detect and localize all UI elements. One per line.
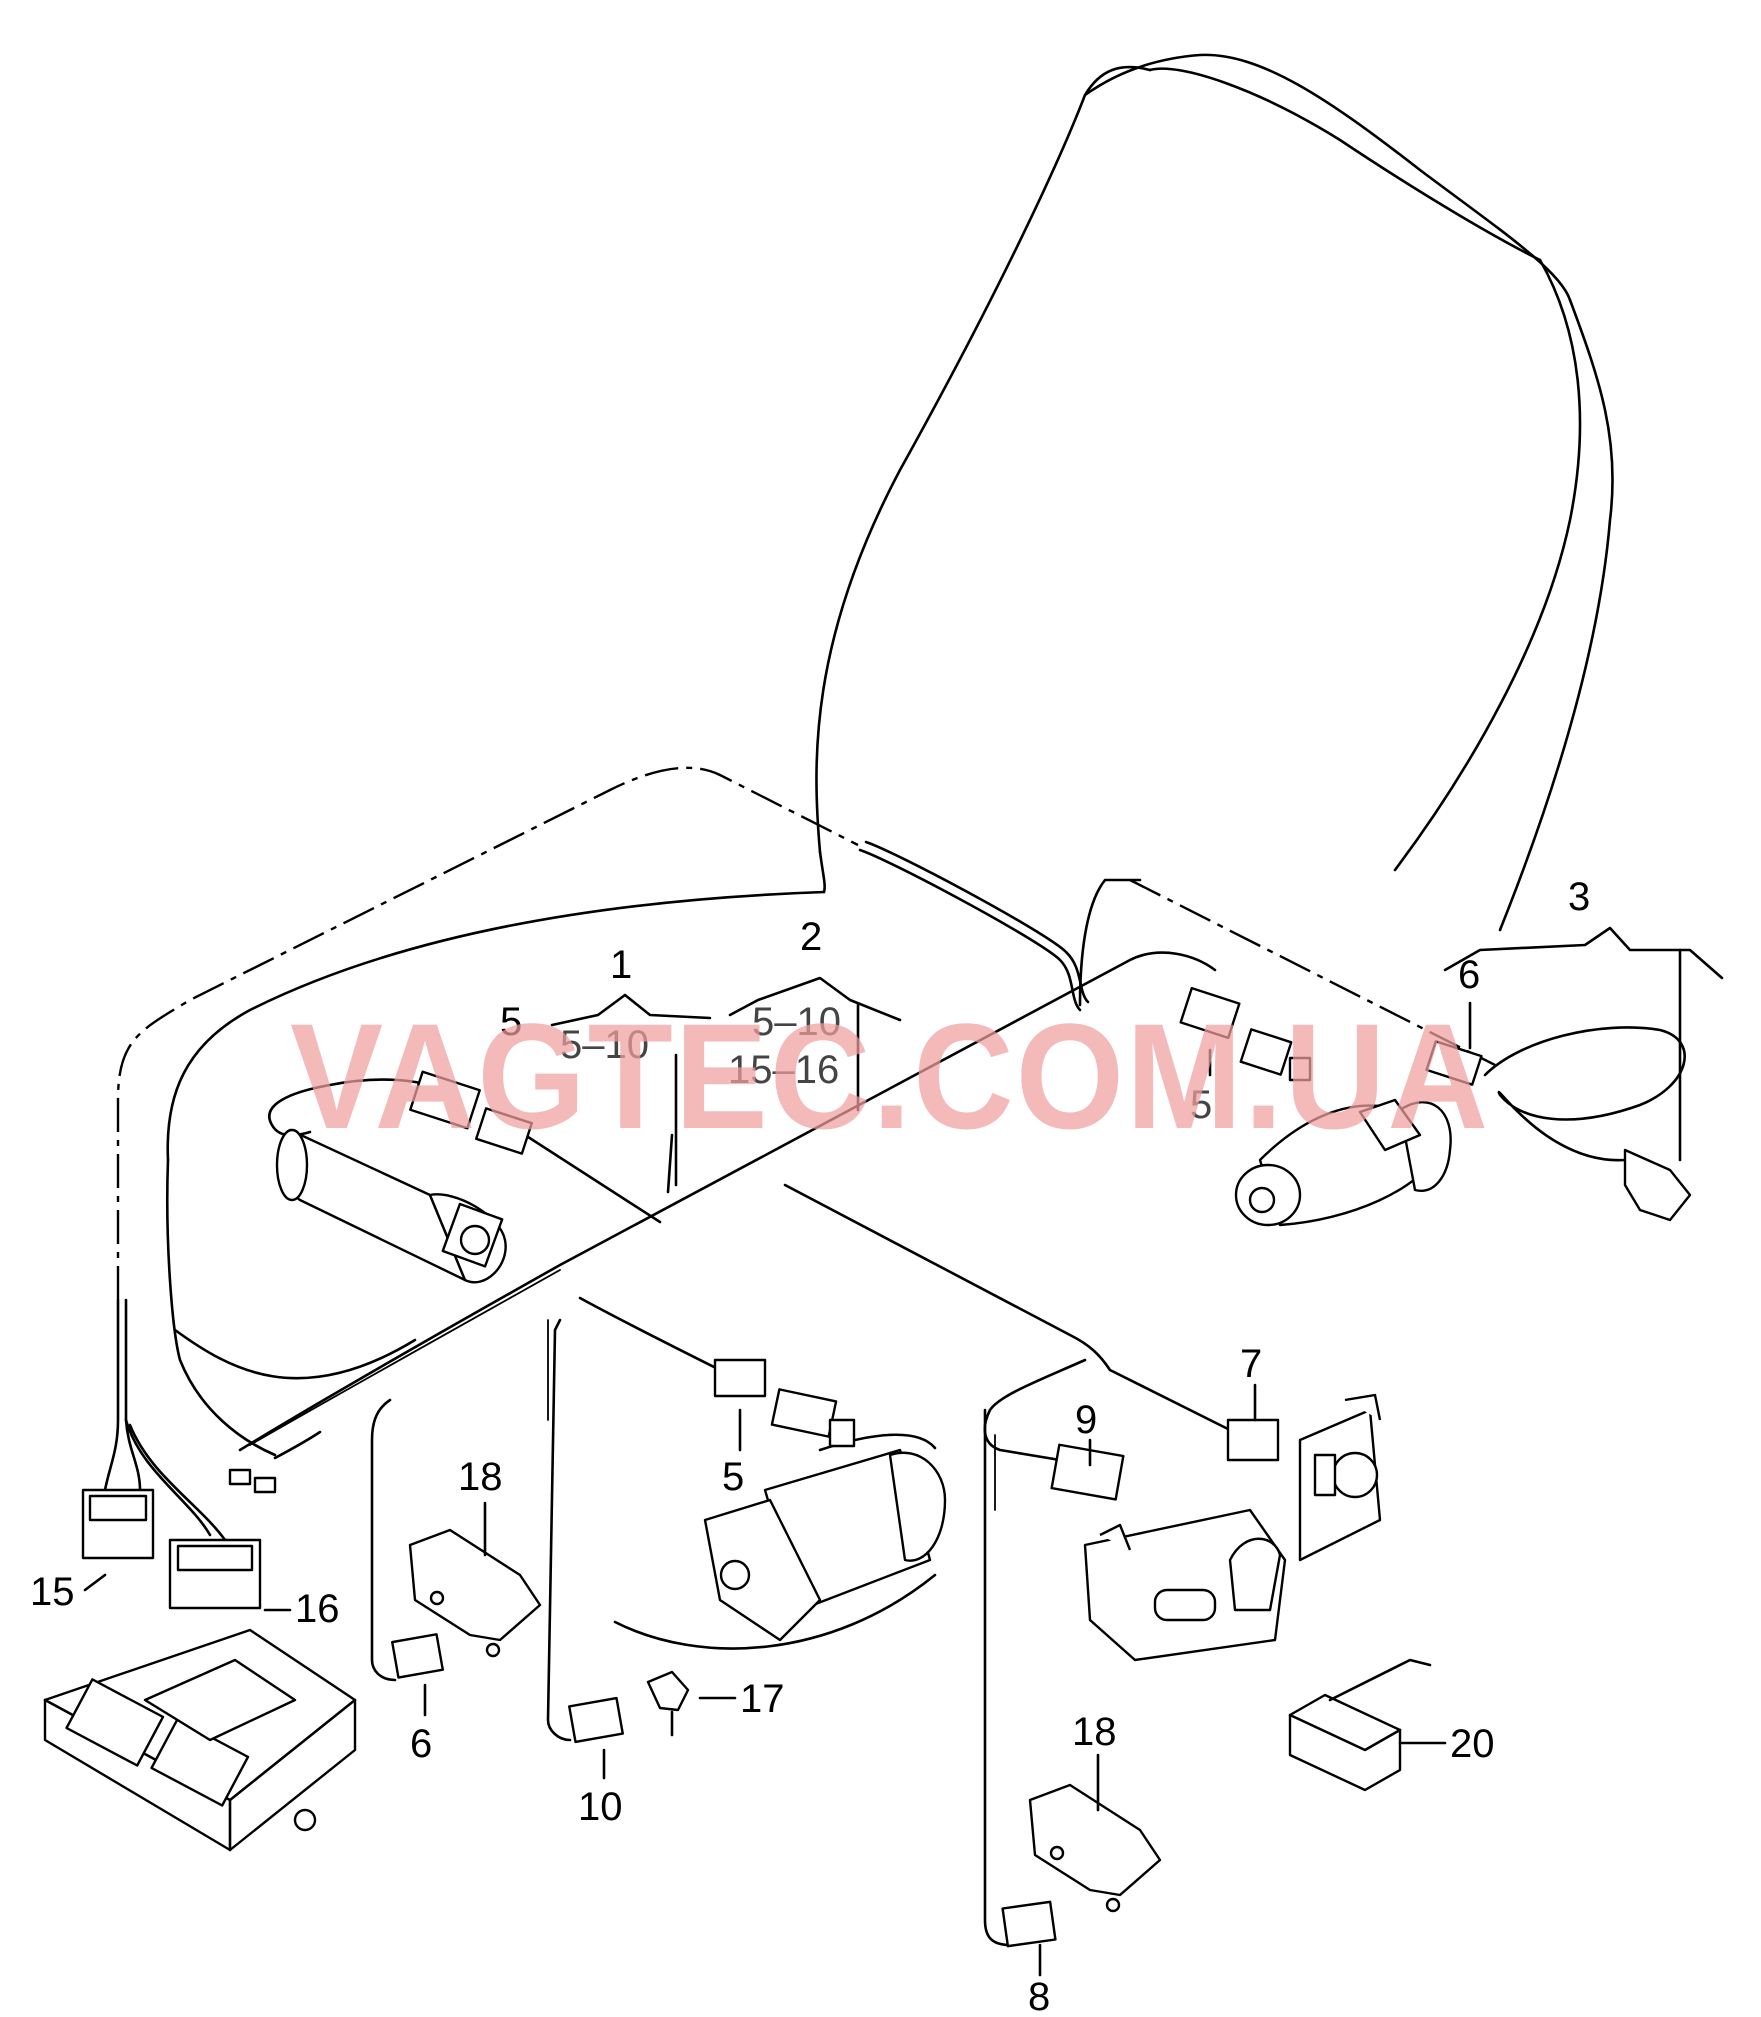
- connector-5-center: [713, 1358, 856, 1448]
- callout-20: 20: [1450, 1722, 1495, 1766]
- callout-18-left: 18: [458, 1455, 503, 1499]
- connector-harness-b: [1179, 986, 1312, 1082]
- part-20: [1288, 1658, 1432, 1792]
- motor-right: [1234, 1098, 1452, 1227]
- side-wires: [103, 1298, 227, 1542]
- callout-5-center: 5: [722, 1455, 744, 1499]
- clip-18-right: [1028, 1783, 1162, 1913]
- pin-17: [646, 1670, 690, 1737]
- callout-6-bottom: 6: [410, 1722, 432, 1766]
- leader-lines: [83, 926, 1724, 1977]
- callout-3: 3: [1568, 875, 1590, 919]
- callout-3-sub-6: 6: [1458, 953, 1480, 997]
- main-wiring-harness: [238, 840, 1686, 1947]
- motor-left: [275, 1128, 507, 1284]
- callout-7: 7: [1240, 1342, 1262, 1386]
- callout-5-right: 5: [1190, 1083, 1212, 1127]
- clip-18-left: [408, 1528, 542, 1658]
- callout-2: 2: [800, 915, 822, 959]
- callout-1: 1: [610, 943, 632, 987]
- watermark: VAGTEC.COM.UA: [290, 992, 1490, 1160]
- connector-8: [1001, 1900, 1057, 1948]
- callout-15: 15: [30, 1570, 75, 1614]
- seat-cushion-outline: [166, 890, 937, 1650]
- connector-9: [1050, 1443, 1125, 1501]
- callout-2-range-b: 15–16: [728, 1048, 839, 1092]
- callout-17: 17: [740, 1677, 785, 1721]
- callout-2-range-a: 5–10: [752, 1000, 841, 1044]
- switch-module: [1083, 1508, 1287, 1662]
- callout-1-range: 5–10: [560, 1023, 649, 1067]
- connector-16: [168, 1538, 262, 1610]
- terminals: [228, 1468, 277, 1494]
- seat-backrest-outline: [815, 53, 1614, 932]
- control-unit: [43, 1628, 357, 1852]
- callout-9: 9: [1075, 1398, 1097, 1442]
- connector-15: [81, 1488, 155, 1560]
- callout-10: 10: [578, 1785, 623, 1829]
- motor-center: [703, 1433, 947, 1642]
- dashed-outline: [116, 766, 1496, 1300]
- connector-3: [1425, 1040, 1692, 1222]
- connector-7: [1226, 1418, 1280, 1462]
- connector-10: [568, 1696, 624, 1744]
- callout-1-sub-5: 5: [500, 1000, 522, 1044]
- callout-8: 8: [1028, 1975, 1050, 2017]
- callout-labels: 1 2 3 5 5–10 5–10 15–16 6 5 5 6 7 8 9 10…: [30, 875, 1590, 2017]
- connector-6-bottom: [391, 1633, 444, 1679]
- callout-16: 16: [295, 1587, 340, 1631]
- switch-plate: [1298, 1393, 1382, 1562]
- callout-18-right: 18: [1072, 1710, 1117, 1754]
- connector-harness-a: [409, 1070, 533, 1155]
